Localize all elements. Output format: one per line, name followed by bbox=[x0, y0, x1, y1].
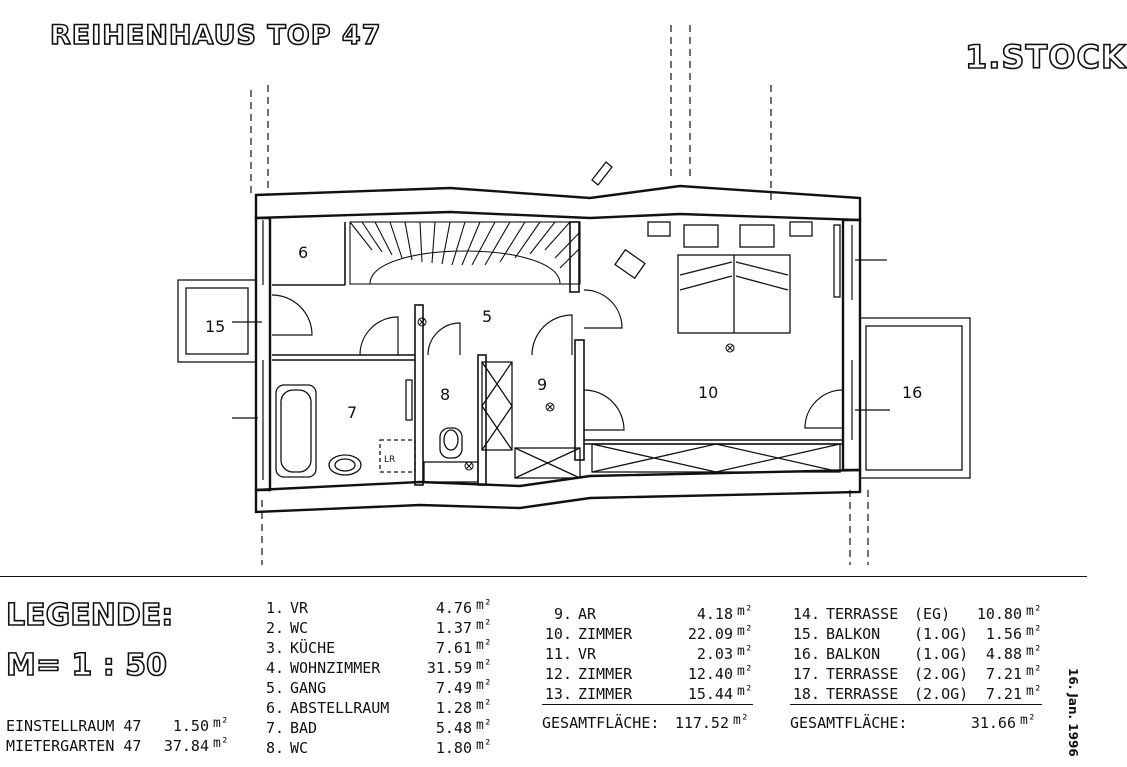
room-5-label: 5 bbox=[482, 307, 492, 326]
legend-divider bbox=[0, 576, 1087, 577]
extra-row: EINSTELLRAUM 47 1.50 m² bbox=[6, 716, 229, 736]
extra-label: MIETERGARTEN 47 bbox=[6, 737, 142, 755]
floor-plan: 6 5 7 8 9 10 15 16 LR bbox=[177, 25, 971, 565]
wc-cabinet bbox=[423, 461, 479, 483]
extra-unit: m² bbox=[213, 716, 229, 731]
washing-machine-area bbox=[379, 439, 416, 473]
pencil-icon bbox=[591, 161, 613, 186]
scale-label: M= 1 : 50 bbox=[5, 647, 168, 684]
towel-rail bbox=[405, 379, 413, 421]
desk-chair bbox=[614, 248, 646, 280]
windows bbox=[262, 220, 853, 480]
extra-label: EINSTELLRAUM 47 bbox=[6, 717, 142, 735]
extra-row: MIETERGARTEN 47 37.84 m² bbox=[6, 736, 229, 756]
floor-label: 1.STOCK bbox=[964, 37, 1127, 77]
wardrobe-gang bbox=[514, 447, 581, 479]
wardrobe-9 bbox=[481, 361, 513, 451]
room-7-label: 7 bbox=[347, 403, 357, 422]
total-value: 31.66 bbox=[970, 714, 1016, 732]
radiator bbox=[833, 224, 841, 298]
double-bed bbox=[677, 224, 791, 334]
total-value: 117.52 bbox=[674, 714, 729, 732]
nightstand-left bbox=[647, 221, 671, 237]
total-label: GESAMTFLÄCHE: bbox=[542, 714, 660, 732]
axis-lines bbox=[250, 25, 869, 565]
bathtub bbox=[275, 384, 317, 478]
nightstand-right bbox=[789, 221, 813, 237]
extra-value: 1.50 bbox=[172, 717, 209, 735]
room-16-label: 16 bbox=[902, 383, 922, 402]
room-15-label: 15 bbox=[205, 317, 225, 336]
ceiling-lights bbox=[417, 317, 735, 471]
toilet-8 bbox=[439, 427, 463, 459]
total-label: GESAMTFLÄCHE: bbox=[790, 714, 908, 732]
extra-value: 37.84 bbox=[163, 737, 209, 755]
extras-list: EINSTELLRAUM 47 1.50 m² MIETERGARTEN 47 … bbox=[6, 716, 229, 756]
lr-label: LR bbox=[384, 455, 395, 465]
plan-title: REIHENHAUS TOP 47 bbox=[49, 19, 382, 52]
interior-walls bbox=[272, 221, 843, 486]
staircase bbox=[349, 221, 581, 285]
date-stamp: 16. Jan. 1996 bbox=[1066, 668, 1080, 757]
washbasin bbox=[328, 454, 362, 476]
doors bbox=[271, 289, 844, 431]
balcony-15 bbox=[177, 279, 257, 363]
balcony-16 bbox=[859, 317, 971, 479]
legend-title: LEGENDE: bbox=[5, 597, 174, 634]
room-9-label: 9 bbox=[537, 375, 547, 394]
wardrobe-10 bbox=[591, 443, 841, 473]
room-8-label: 8 bbox=[440, 385, 450, 404]
room-10-label: 10 bbox=[698, 383, 718, 402]
extra-unit: m² bbox=[213, 736, 229, 751]
room-6-label: 6 bbox=[298, 243, 308, 262]
